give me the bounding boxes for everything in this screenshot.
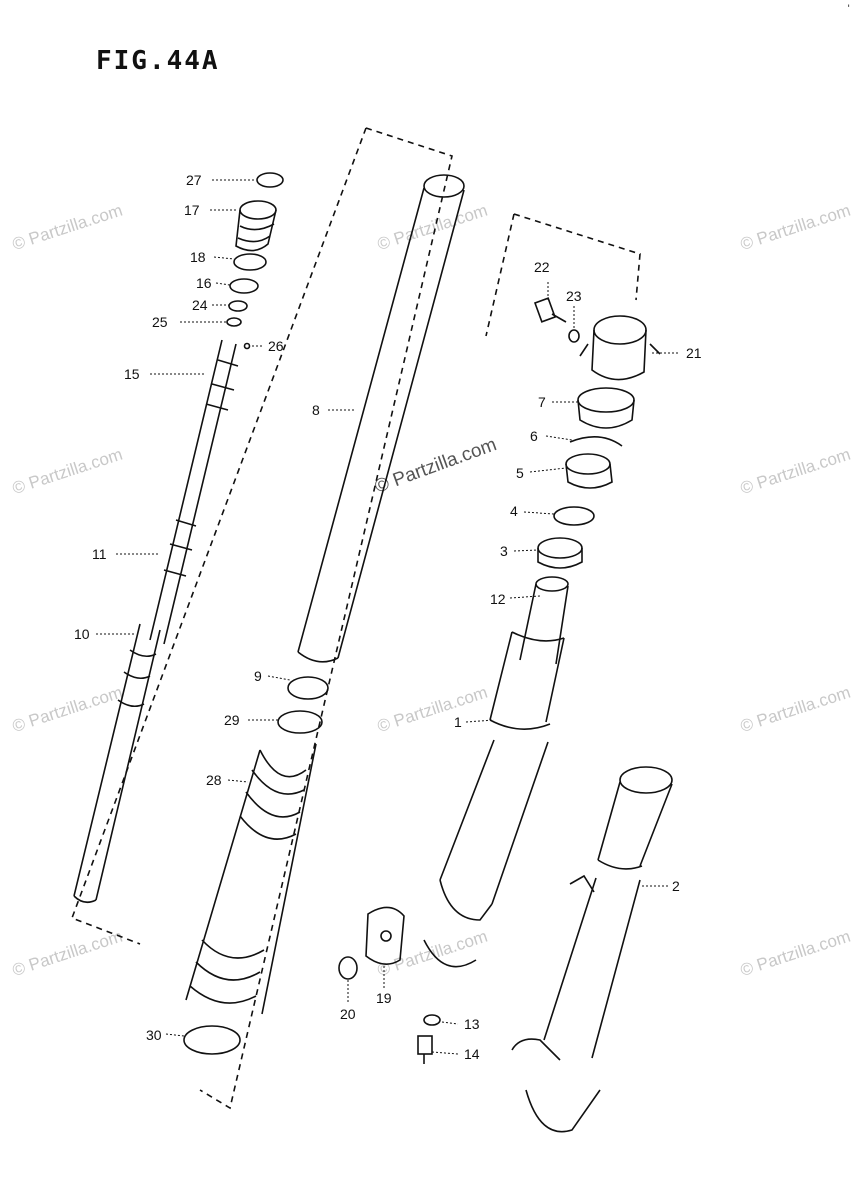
callout-7: 7: [538, 394, 546, 410]
callout-9: 9: [254, 668, 262, 684]
callout-18: 18: [190, 249, 206, 265]
figure-title: FIG.44A: [96, 46, 220, 76]
part-20-cap: [338, 956, 358, 980]
part-12-steering-stem: [519, 576, 569, 665]
part-24-washer: [228, 300, 248, 312]
part-22-bolt: [533, 297, 567, 323]
callout-16: 16: [196, 275, 212, 291]
callout-27: 27: [186, 172, 202, 188]
callout-19: 19: [376, 990, 392, 1006]
part-2-outer-tube: [511, 766, 673, 1133]
callout-3: 3: [500, 543, 508, 559]
callout-24: 24: [192, 297, 208, 313]
part-7-steering-nut: [577, 387, 635, 429]
part-15-damper-rod: [149, 339, 239, 645]
callout-4: 4: [510, 503, 518, 519]
callout-23: 23: [566, 288, 582, 304]
callout-10: 10: [74, 626, 90, 642]
callout-21: 21: [686, 345, 702, 361]
dashed-frame-left-outer: [70, 127, 367, 945]
part-26-ball: [243, 342, 251, 350]
callout-26: 26: [268, 338, 284, 354]
part-18-o-ring: [233, 253, 267, 271]
callout-8: 8: [312, 402, 320, 418]
callout-17: 17: [184, 202, 200, 218]
callout-30: 30: [146, 1027, 162, 1043]
part-4-race: [553, 506, 595, 526]
callout-14: 14: [464, 1046, 480, 1062]
part-21-top-clamp: [579, 315, 661, 381]
part-27-washer: [256, 172, 284, 188]
part-5-bearing: [565, 453, 613, 489]
callout-1: 1: [454, 714, 462, 730]
part-25-ring: [226, 317, 242, 327]
leader-lines: [96, 179, 680, 1055]
callout-25: 25: [152, 314, 168, 330]
part-10-inner-tube: [73, 623, 161, 904]
part-14-drain-bolt: [417, 1035, 433, 1064]
part-30-clamp: [183, 1025, 241, 1055]
callout-5: 5: [516, 465, 524, 481]
callout-6: 6: [530, 428, 538, 444]
part-23-washer: [568, 329, 580, 343]
callout-20: 20: [340, 1006, 356, 1022]
part-13-washer: [423, 1014, 441, 1026]
part-17-cap-bolt: [235, 200, 277, 252]
callout-28: 28: [206, 772, 222, 788]
part-28-fork-boot: [185, 743, 317, 1015]
dashed-frame-left: [199, 127, 453, 1110]
part-6-dust-seal: [569, 436, 623, 447]
dashed-frame-right: [513, 213, 641, 301]
callout-15: 15: [124, 366, 140, 382]
callout-11: 11: [92, 546, 107, 562]
callout-12: 12: [490, 591, 506, 607]
callout-29: 29: [224, 712, 240, 728]
callout-22: 22: [534, 259, 550, 275]
dashed-frame-right-side: [485, 213, 515, 337]
part-29-clamp: [277, 710, 323, 734]
callout-2: 2: [672, 878, 680, 894]
part-19-caliper-bracket: [365, 906, 405, 965]
corner-mark: ': [846, 4, 852, 14]
part-9-ring: [287, 676, 329, 700]
part-3-race: [537, 537, 583, 569]
callout-13: 13: [464, 1016, 480, 1032]
part-8-fork-tube: [297, 174, 465, 663]
part-16-spacer: [229, 278, 259, 294]
part-1-outer-tube: [423, 631, 565, 968]
